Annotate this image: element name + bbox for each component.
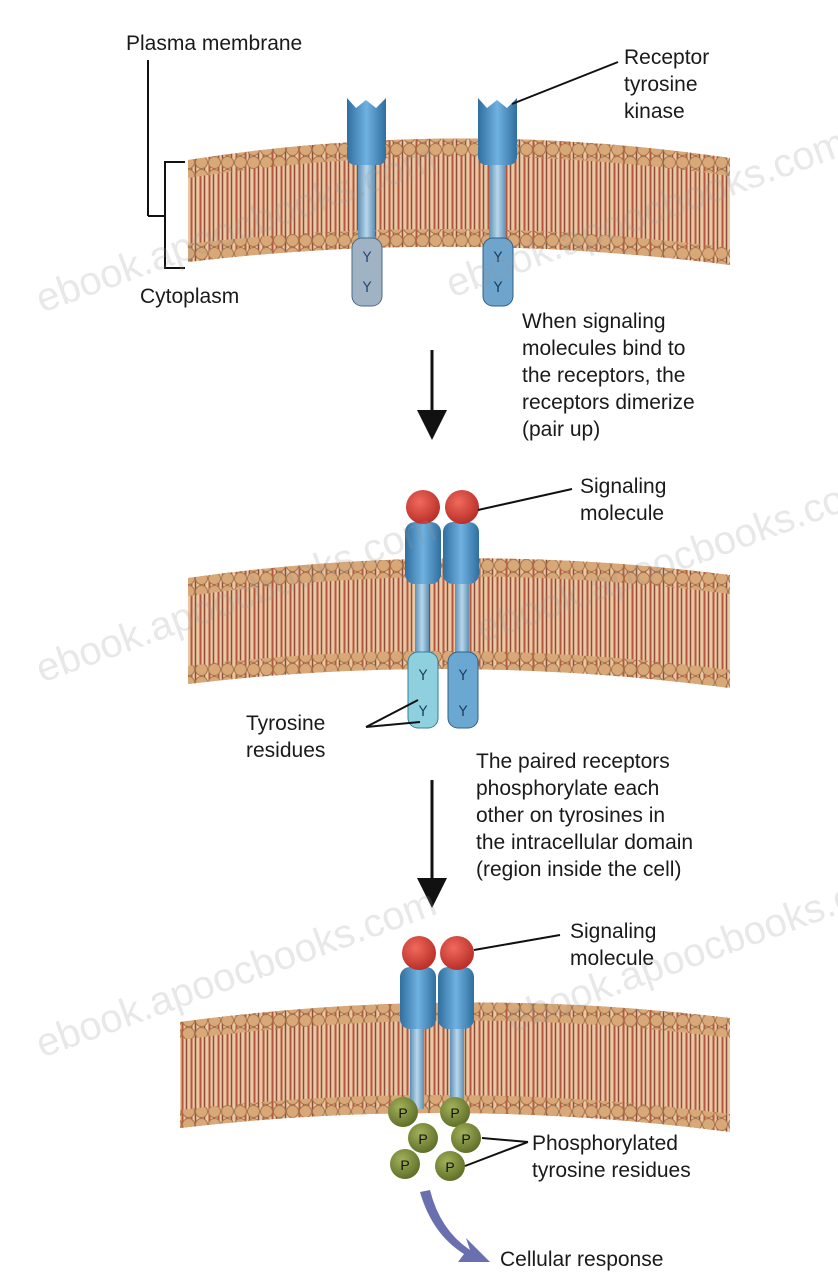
signaling-molecule-label-b: Signaling molecule — [570, 918, 656, 972]
phosphorylated-label: Phosphorylated tyrosine residues — [532, 1130, 691, 1184]
phosphate-3: P — [408, 1123, 438, 1153]
step2-caption-line: phosphorylate each — [476, 775, 693, 802]
receptor-label-line: Receptor — [624, 44, 709, 71]
tyrosine-residues-label: Tyrosine residues — [246, 710, 325, 764]
signaling-label-line: Signaling — [570, 918, 656, 945]
step2-caption-line: the intracellular domain — [476, 829, 693, 856]
phosphate-1: P — [388, 1097, 418, 1127]
svg-text:Y: Y — [362, 280, 372, 296]
receptor-label-line: kinase — [624, 98, 709, 125]
step2-caption: The paired receptors phosphorylate each … — [476, 748, 693, 883]
step1-caption-line: receptors dimerize — [522, 389, 695, 416]
signaling-molecule-4 — [440, 936, 474, 970]
step1-caption: When signaling molecules bind to the rec… — [522, 308, 695, 443]
membrane-bracket — [148, 60, 185, 268]
membrane-1 — [188, 138, 730, 265]
phosphate-label: P — [400, 1157, 409, 1173]
step2-caption-line: other on tyrosines in — [476, 802, 693, 829]
receptor-label-line: tyrosine — [624, 71, 709, 98]
step1-caption-line: When signaling — [522, 308, 695, 335]
phosphorylated-label-line: Phosphorylated — [532, 1130, 691, 1157]
step1-caption-line: molecules bind to — [522, 335, 695, 362]
signaling-molecule-1 — [406, 490, 440, 524]
signaling-label-line: Signaling — [580, 473, 666, 500]
cytoplasm-label: Cytoplasm — [140, 283, 239, 310]
signaling-molecule-label-a: Signaling molecule — [580, 473, 666, 527]
step2-caption-line: (region inside the cell) — [476, 856, 693, 883]
step1-caption-line: (pair up) — [522, 416, 695, 443]
phosphate-4: P — [451, 1123, 481, 1153]
phosphate-label: P — [450, 1105, 459, 1121]
signaling-label-line: molecule — [580, 500, 666, 527]
signaling-label-line: molecule — [570, 945, 656, 972]
svg-text:Y: Y — [418, 668, 428, 684]
svg-text:Y: Y — [418, 704, 428, 720]
svg-text:Y: Y — [493, 280, 503, 296]
svg-text:Y: Y — [362, 250, 372, 266]
receptor-label: Receptor tyrosine kinase — [624, 44, 709, 125]
receptor-leader-line — [512, 62, 618, 104]
svg-text:Y: Y — [458, 704, 468, 720]
phosphate-label: P — [445, 1159, 454, 1175]
cellular-response-arrow — [420, 1190, 490, 1262]
cellular-response-label: Cellular response — [500, 1246, 663, 1273]
tyrosine-label-line: residues — [246, 737, 325, 764]
signaling-molecule-3 — [402, 936, 436, 970]
step2-caption-line: The paired receptors — [476, 748, 693, 775]
phosphorylated-label-line: tyrosine residues — [532, 1157, 691, 1184]
phosphate-6: P — [435, 1151, 465, 1181]
signaling-leader-line-b — [474, 935, 560, 950]
signaling-molecule-2 — [445, 490, 479, 524]
phosphate-label: P — [418, 1131, 427, 1147]
step1-caption-line: the receptors, the — [522, 362, 695, 389]
svg-text:Y: Y — [458, 668, 468, 684]
phosphate-5: P — [390, 1149, 420, 1179]
phosphate-label: P — [461, 1131, 470, 1147]
phosphate-2: P — [440, 1097, 470, 1127]
svg-text:Y: Y — [493, 250, 503, 266]
signaling-leader-line-a — [478, 489, 572, 510]
plasma-membrane-label: Plasma membrane — [126, 30, 302, 57]
tyrosine-label-line: Tyrosine — [246, 710, 325, 737]
phosphate-label: P — [398, 1105, 407, 1121]
